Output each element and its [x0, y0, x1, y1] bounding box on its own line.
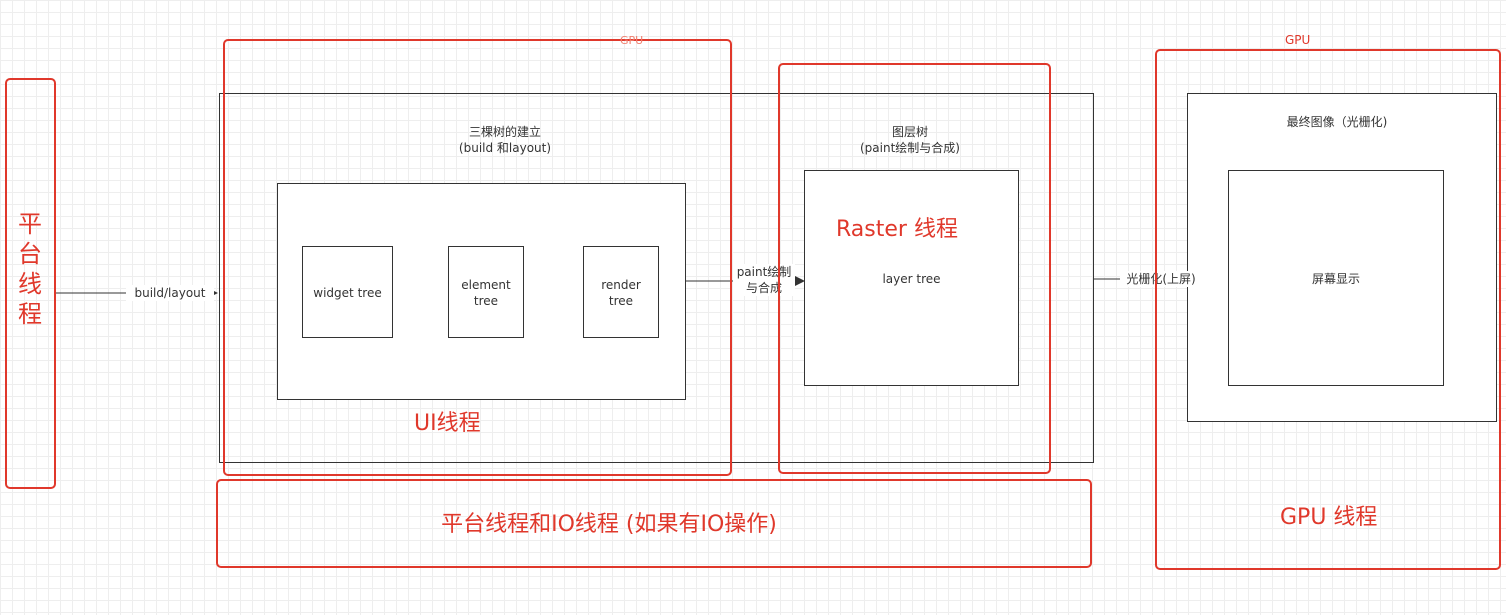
- element-tree-label: element tree: [461, 278, 511, 308]
- widget-tree-label: widget tree: [313, 286, 382, 300]
- build-layout-edge-label: build/layout: [126, 285, 214, 301]
- main-container-box: [219, 93, 1094, 463]
- element-tree-node: [448, 246, 524, 338]
- screen-display-label: 屏幕显示: [1311, 272, 1360, 286]
- gpu-thread-annotation: [1155, 49, 1501, 570]
- paint-edge-label: paint绘制 与合成: [733, 264, 795, 296]
- render-tree-label: render tree: [601, 278, 641, 308]
- widget-tree-node: [302, 246, 393, 338]
- layer-tree-title: 图层树 (paint绘制与合成): [860, 125, 960, 155]
- screen-display-node: [1228, 170, 1444, 386]
- platform-thread-annotation: [5, 78, 56, 489]
- raster-edge-label: 光栅化(上屏): [1120, 271, 1202, 287]
- render-tree-node: [583, 246, 659, 338]
- three-trees-title: 三棵树的建立 (build 和layout): [458, 125, 552, 155]
- gpu-tag: GPU: [1285, 33, 1311, 47]
- final-image-title: 最终图像（光栅化): [1286, 115, 1388, 129]
- raster-thread-annotation: [778, 63, 1051, 474]
- platform-io-thread-annotation: [216, 479, 1092, 568]
- platform-thread-label: 平台线程: [18, 210, 42, 328]
- layer-tree-node: [804, 170, 1019, 386]
- ui-gpu-tag: GPU: [620, 34, 644, 47]
- ui-thread-annotation: [223, 39, 732, 476]
- platform-io-thread-label: 平台线程和IO线程 (如果有IO操作): [441, 512, 777, 537]
- gpu-thread-label: GPU 线程: [1280, 505, 1378, 530]
- raster-thread-label: Raster 线程: [836, 217, 958, 242]
- layer-tree-label: layer tree: [882, 272, 941, 286]
- ui-thread-label: UI线程: [414, 411, 481, 436]
